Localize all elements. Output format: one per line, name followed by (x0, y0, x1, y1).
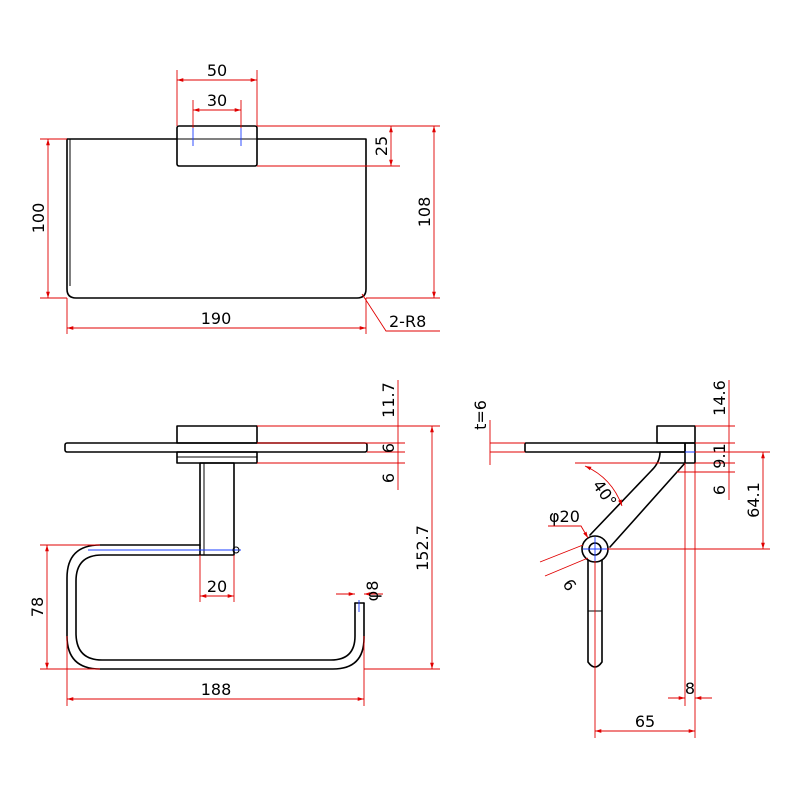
leader-boss-diameter (548, 525, 589, 539)
rod-pin (232, 546, 240, 554)
base-block (176, 125, 258, 167)
side-base-block (656, 425, 696, 444)
dim-bracket-thickness: 6 (379, 473, 398, 483)
rod-loop-outer (66, 544, 365, 670)
side-wall-plate (684, 442, 696, 464)
dim-corner-radius: 2-R8 (389, 312, 426, 331)
side-shelf-plate (524, 442, 686, 453)
dim-angle: 40° (589, 476, 621, 510)
dim-boss-offset: 6 (559, 575, 580, 594)
dim-line-boss-offset-b (544, 557, 589, 577)
dim-base-depth-side: 14.6 (710, 380, 729, 416)
dim-arc-angle (584, 465, 623, 507)
dim-hole-spacing: 30 (207, 91, 227, 110)
rod-loop-inner (75, 554, 356, 661)
leader-corner-radius (361, 293, 440, 332)
dim-line-boss-offset-a (539, 544, 584, 563)
dim-wall-offset: 8 (685, 679, 695, 698)
top-view: 11.7 6 6 152.7 20 φ8 78 188 (28, 380, 440, 706)
top-post (199, 462, 235, 556)
top-base-block (176, 425, 258, 444)
dim-boss-diameter: φ20 (549, 507, 580, 526)
dim-gap-a: 9.1 (710, 443, 729, 468)
top-shelf-plate (64, 442, 368, 453)
dim-loop-height: 78 (28, 597, 47, 617)
dim-post-width: 20 (207, 577, 227, 596)
shelf-outline (66, 138, 367, 299)
front-view: 50 30 25 108 100 190 2-R8 (29, 61, 440, 334)
dim-rod-diameter: φ8 (363, 581, 382, 602)
dim-shelf-height: 100 (29, 203, 48, 234)
side-view: t=6 14.6 9.1 6 64.1 40° φ20 6 65 (471, 380, 770, 738)
dim-reach: 65 (635, 712, 655, 731)
dim-thickness: t=6 (471, 400, 490, 430)
dim-base-depth: 11.7 (379, 382, 398, 418)
dim-base-height: 25 (372, 136, 391, 156)
dim-gap-b: 6 (710, 485, 729, 495)
dim-shelf-thickness: 6 (379, 443, 398, 453)
dim-base-width: 50 (207, 61, 227, 80)
dim-total-depth: 152.7 (413, 525, 432, 571)
dim-shelf-width: 190 (201, 309, 232, 328)
dim-total-height: 108 (415, 197, 434, 228)
dim-drop: 64.1 (744, 482, 763, 518)
dim-loop-width: 188 (201, 680, 232, 699)
